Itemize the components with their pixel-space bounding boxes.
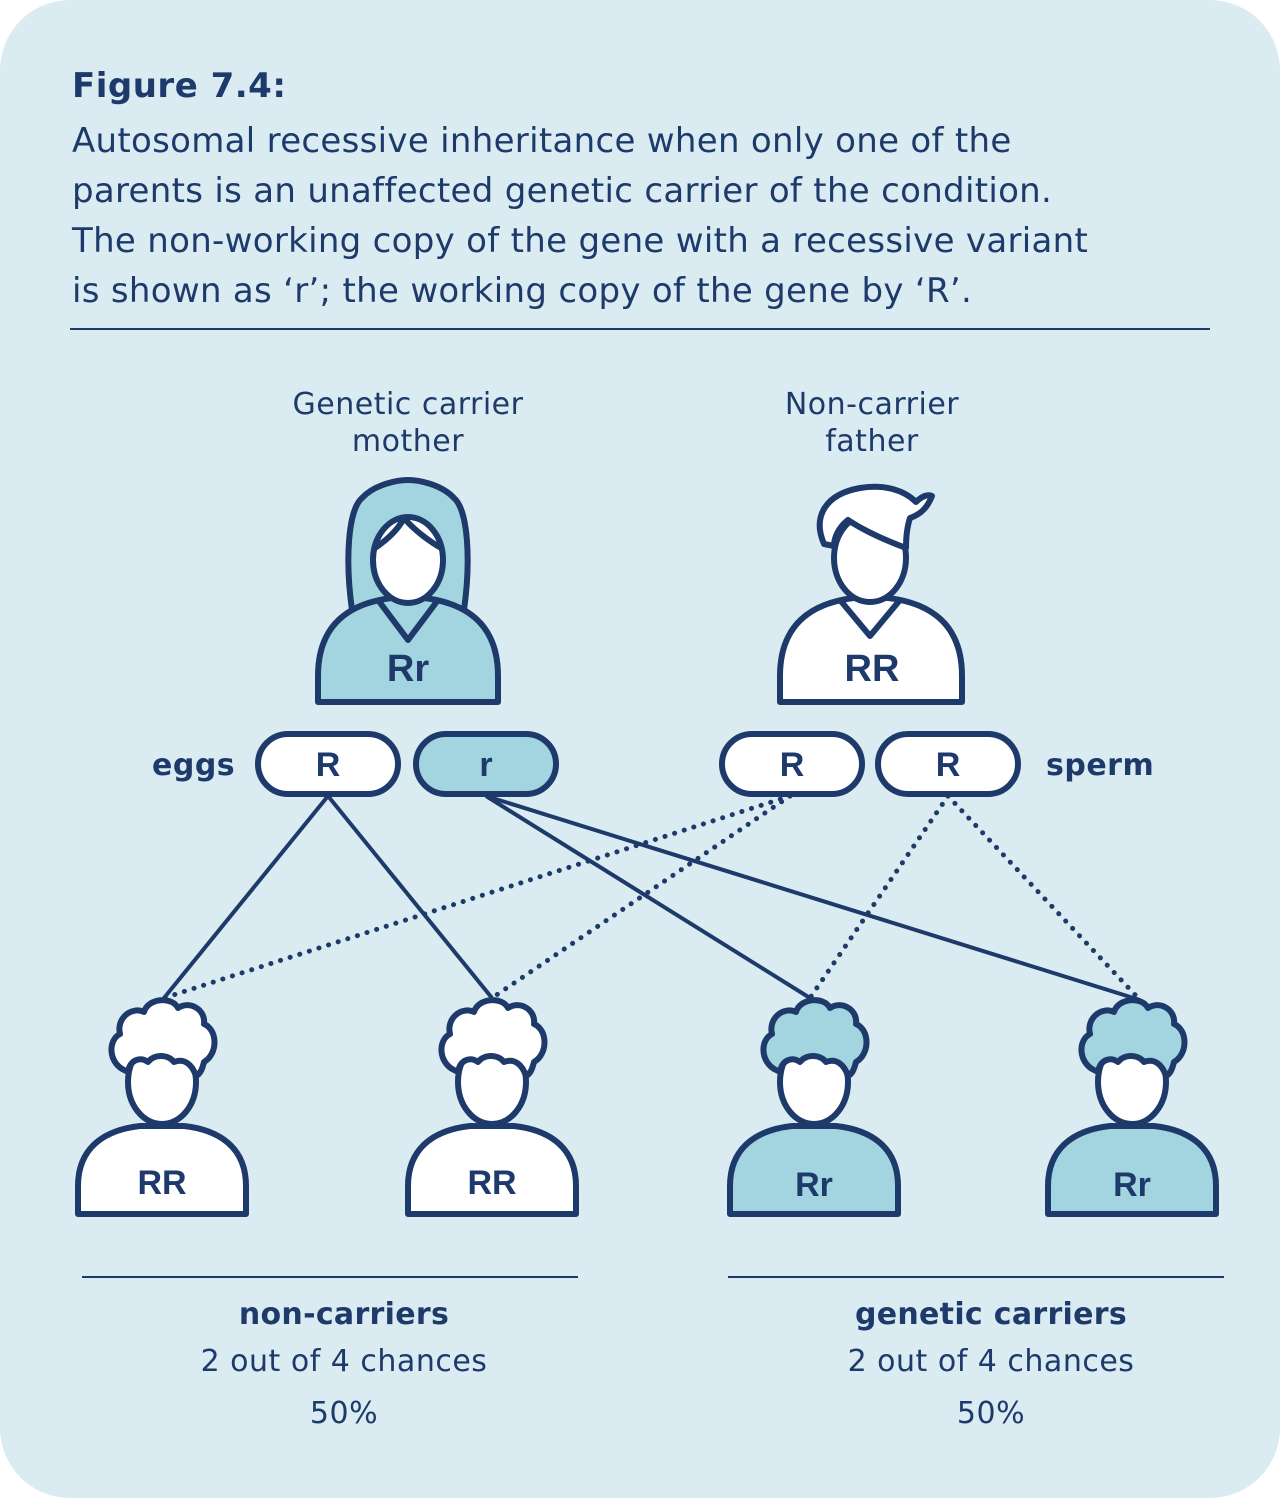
child-1: RR <box>75 997 249 1217</box>
child-4-genotype: Rr <box>1113 1166 1151 1204</box>
egg-1-shape <box>255 731 401 797</box>
sperm-1-to-child-2-line <box>489 793 793 1001</box>
mother-label: Genetic carrier mother <box>238 386 578 460</box>
child-4: Rr <box>1045 997 1219 1217</box>
egg-recessive-to-child-4-line <box>485 794 1141 1002</box>
non-carriers-percent: 50% <box>309 1396 379 1431</box>
father-collar-icon <box>837 598 903 639</box>
egg-2-allele: r <box>479 746 492 784</box>
carriers-divider <box>728 1276 1224 1278</box>
caption-line: The non-working copy of the gene with a … <box>72 221 1089 261</box>
child-2: RR <box>405 997 579 1217</box>
caption-line: Autosomal recessive inheritance when onl… <box>72 121 1012 161</box>
child-4-hair-icon <box>1078 997 1188 1079</box>
mother-genotype: Rr <box>387 648 429 690</box>
egg-recessive-to-child-3-line <box>484 794 812 1000</box>
sperm-2-to-child-3-line <box>807 793 951 1001</box>
father-label-line: Non-carrier <box>784 387 960 422</box>
figure-title: Figure 7.4: <box>72 66 287 106</box>
carriers-summary: genetic carriers 2 out of 4 chances 50% <box>741 1294 1241 1440</box>
caption-line: is shown as ‘r’; the working copy of the… <box>72 271 973 311</box>
egg-1-allele: R <box>316 746 341 784</box>
child-3: Rr <box>727 997 901 1217</box>
sperm-2-shape <box>875 731 1021 797</box>
father-hair-icon <box>816 483 935 551</box>
egg-1-pill: R <box>255 731 401 797</box>
child-1-genotype: RR <box>137 1164 186 1202</box>
sperm-label: sperm <box>1046 748 1155 783</box>
sperm-1-shape <box>719 731 865 797</box>
child-4-body-icon <box>1045 1123 1219 1217</box>
sperm-2-to-child-4-line <box>945 793 1143 1003</box>
child-2-genotype: RR <box>467 1164 516 1202</box>
mother-fringe-icon <box>371 515 445 552</box>
figure-caption: Autosomal recessive inheritance when onl… <box>72 116 1222 316</box>
mother-collar-icon <box>375 598 441 643</box>
egg-connections <box>162 794 1141 1002</box>
child-3-body-icon <box>727 1123 901 1217</box>
father-figure: RR <box>777 483 965 705</box>
carriers-title: genetic carriers <box>854 1297 1128 1332</box>
non-carriers-title: non-carriers <box>238 1297 450 1332</box>
sperm-1-pill: R <box>719 731 865 797</box>
sperm-1-allele: R <box>780 746 805 784</box>
child-1-hair-icon <box>108 997 218 1079</box>
child-3-hair-icon <box>760 997 870 1079</box>
mother-figure: Rr <box>315 477 501 705</box>
mother-head-icon <box>370 514 446 606</box>
caption-divider <box>70 328 1210 330</box>
caption-line: parents is an unaffected genetic carrier… <box>72 171 1053 211</box>
mother-label-line: Genetic carrier <box>292 387 524 422</box>
child-3-genotype: Rr <box>795 1166 833 1204</box>
father-label-line: father <box>825 424 919 459</box>
non-carriers-summary: non-carriers 2 out of 4 chances 50% <box>94 1294 594 1440</box>
non-carriers-divider <box>82 1276 578 1278</box>
sperm-1-to-child-1-line <box>161 793 793 1001</box>
eggs-label: eggs <box>152 748 236 783</box>
carriers-chances: 2 out of 4 chances <box>847 1344 1135 1379</box>
child-2-body-icon <box>405 1123 579 1217</box>
child-2-hair-icon <box>438 997 548 1079</box>
gamete-pills: R r R R <box>255 731 1021 797</box>
sperm-2-allele: R <box>936 746 961 784</box>
egg-r-to-child-2-line <box>326 794 494 1000</box>
egg-2-pill: r <box>413 731 559 797</box>
child-1-body-icon <box>75 1123 249 1217</box>
father-genotype: RR <box>845 648 900 690</box>
non-carriers-chances: 2 out of 4 chances <box>200 1344 488 1379</box>
egg-r-to-child-1-line <box>162 794 330 1000</box>
egg-2-shape <box>413 731 559 797</box>
carriers-percent: 50% <box>956 1396 1026 1431</box>
father-label: Non-carrier father <box>702 386 1042 460</box>
sperm-2-pill: R <box>875 731 1021 797</box>
sperm-connections <box>161 793 1143 1003</box>
mother-label-line: mother <box>351 424 465 459</box>
